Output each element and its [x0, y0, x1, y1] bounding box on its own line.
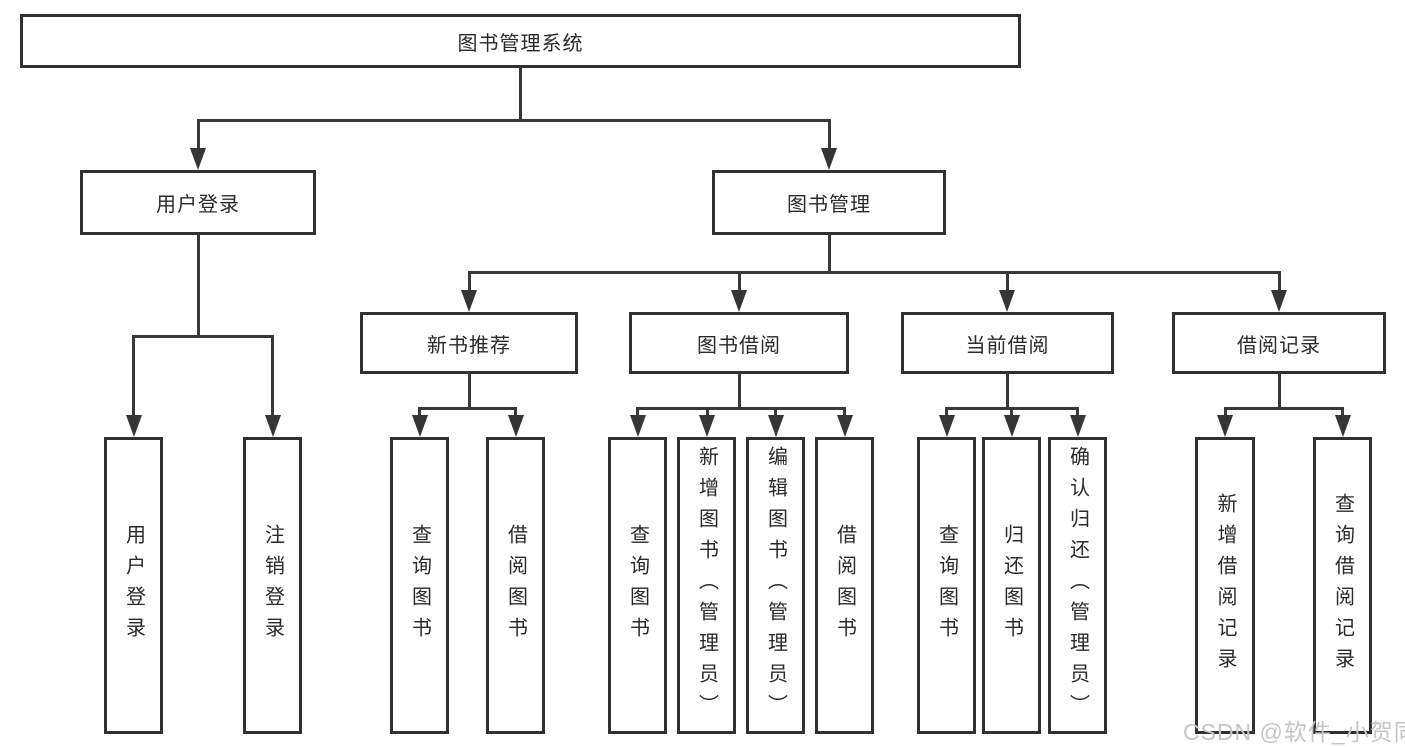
leaf-label: 查询图书 [408, 523, 431, 648]
node-library-management-system: 图书管理系统 [20, 14, 1021, 68]
connector-line [1341, 407, 1344, 416]
arrow-down-icon [768, 415, 784, 437]
connector-line [843, 407, 846, 416]
connector-line [197, 119, 831, 122]
connector-line [738, 271, 741, 291]
leaf-label: 注销登录 [261, 523, 284, 648]
node-label: 用户登录 [156, 194, 240, 216]
arrow-down-icon [1271, 290, 1287, 312]
connector-line [706, 407, 709, 416]
node-label: 图书管理系统 [457, 32, 584, 55]
connector-line [519, 67, 522, 121]
leaf-edit-book-admin: 编辑图书（管理员） [746, 437, 805, 734]
leaf-label: 借阅图书 [833, 523, 856, 648]
leaf-label: 借阅图书 [504, 523, 527, 648]
arrow-down-icon [699, 415, 715, 437]
connector-line [197, 119, 200, 149]
connector-line [514, 407, 517, 416]
arrow-down-icon [508, 415, 524, 437]
connector-line [1006, 271, 1009, 291]
arrow-down-icon [126, 415, 142, 437]
node-current-borrowing: 当前借阅 [901, 312, 1114, 374]
connector-line [418, 407, 517, 410]
connector-line [468, 271, 471, 291]
connector-line [1224, 407, 1344, 410]
leaf-label: 查询图书 [626, 523, 649, 648]
leaf-add-borrow-record: 新增借阅记录 [1195, 437, 1255, 734]
leaf-logout: 注销登录 [243, 437, 302, 734]
connector-line [636, 407, 639, 416]
leaf-return-books: 归还图书 [982, 437, 1041, 734]
arrow-down-icon [461, 290, 477, 312]
leaf-add-book-admin: 新增图书（管理员） [677, 437, 736, 734]
connector-line [418, 407, 421, 416]
connector-line [132, 335, 135, 416]
arrow-down-icon [731, 290, 747, 312]
arrow-down-icon [265, 415, 281, 437]
connector-line [828, 234, 831, 274]
leaf-search-books-borrowing: 查询图书 [608, 437, 667, 734]
connector-line [1278, 271, 1281, 291]
arrow-down-icon [939, 415, 955, 437]
connector-line [738, 373, 741, 410]
node-label: 当前借阅 [965, 334, 1050, 357]
arrow-down-icon [1070, 415, 1086, 437]
connector-line [774, 407, 777, 416]
arrow-down-icon [1217, 415, 1233, 437]
node-book-management: 图书管理 [712, 170, 946, 235]
node-book-borrowing: 图书借阅 [629, 312, 849, 374]
connector-line [1006, 373, 1009, 410]
leaf-search-books-recommend: 查询图书 [390, 437, 449, 734]
csdn-watermark: CSDN @软件_小贺同学 [1183, 719, 1405, 745]
connector-line [1010, 407, 1013, 416]
leaf-label: 用户登录 [122, 523, 145, 648]
leaf-label: 新增借阅记录 [1214, 492, 1236, 679]
leaf-label: 编辑图书（管理员） [764, 446, 787, 725]
arrow-down-icon [412, 415, 428, 437]
connector-line [132, 335, 274, 338]
leaf-label: 新增图书（管理员） [695, 446, 718, 725]
node-borrowing-records: 借阅记录 [1172, 312, 1386, 374]
leaf-label: 确认归还（管理员） [1066, 446, 1089, 725]
connector-line [1076, 407, 1079, 416]
connector-line [1278, 373, 1281, 410]
node-label: 图书借阅 [697, 334, 781, 357]
node-label: 图书管理 [787, 194, 871, 216]
arrow-down-icon [190, 148, 206, 170]
arrow-down-icon [999, 290, 1015, 312]
leaf-search-borrow-record: 查询借阅记录 [1313, 437, 1372, 734]
arrow-down-icon [821, 148, 837, 170]
connector-line [945, 407, 948, 416]
leaf-borrow-books-recommend: 借阅图书 [486, 437, 545, 734]
arrow-down-icon [1004, 415, 1020, 437]
leaf-user-login: 用户登录 [104, 437, 163, 734]
node-user-login: 用户登录 [80, 170, 316, 235]
connector-line [468, 271, 1281, 274]
arrow-down-icon [1335, 415, 1351, 437]
node-label: 借阅记录 [1237, 334, 1321, 357]
connector-line [271, 335, 274, 416]
connector-line [636, 407, 846, 410]
node-new-book-recommendation: 新书推荐 [360, 312, 578, 374]
connector-line [197, 234, 200, 338]
leaf-label: 查询图书 [935, 523, 958, 648]
connector-line [828, 119, 831, 149]
leaf-label: 归还图书 [1000, 523, 1023, 648]
arrow-down-icon [630, 415, 646, 437]
arrow-down-icon [837, 415, 853, 437]
leaf-borrow-books-borrowing: 借阅图书 [815, 437, 874, 734]
leaf-label: 查询借阅记录 [1331, 492, 1354, 679]
leaf-confirm-return-admin: 确认归还（管理员） [1048, 437, 1107, 734]
node-label: 新书推荐 [427, 334, 511, 357]
connector-line [468, 373, 471, 410]
leaf-search-books-current: 查询图书 [917, 437, 976, 734]
connector-line [1224, 407, 1227, 416]
